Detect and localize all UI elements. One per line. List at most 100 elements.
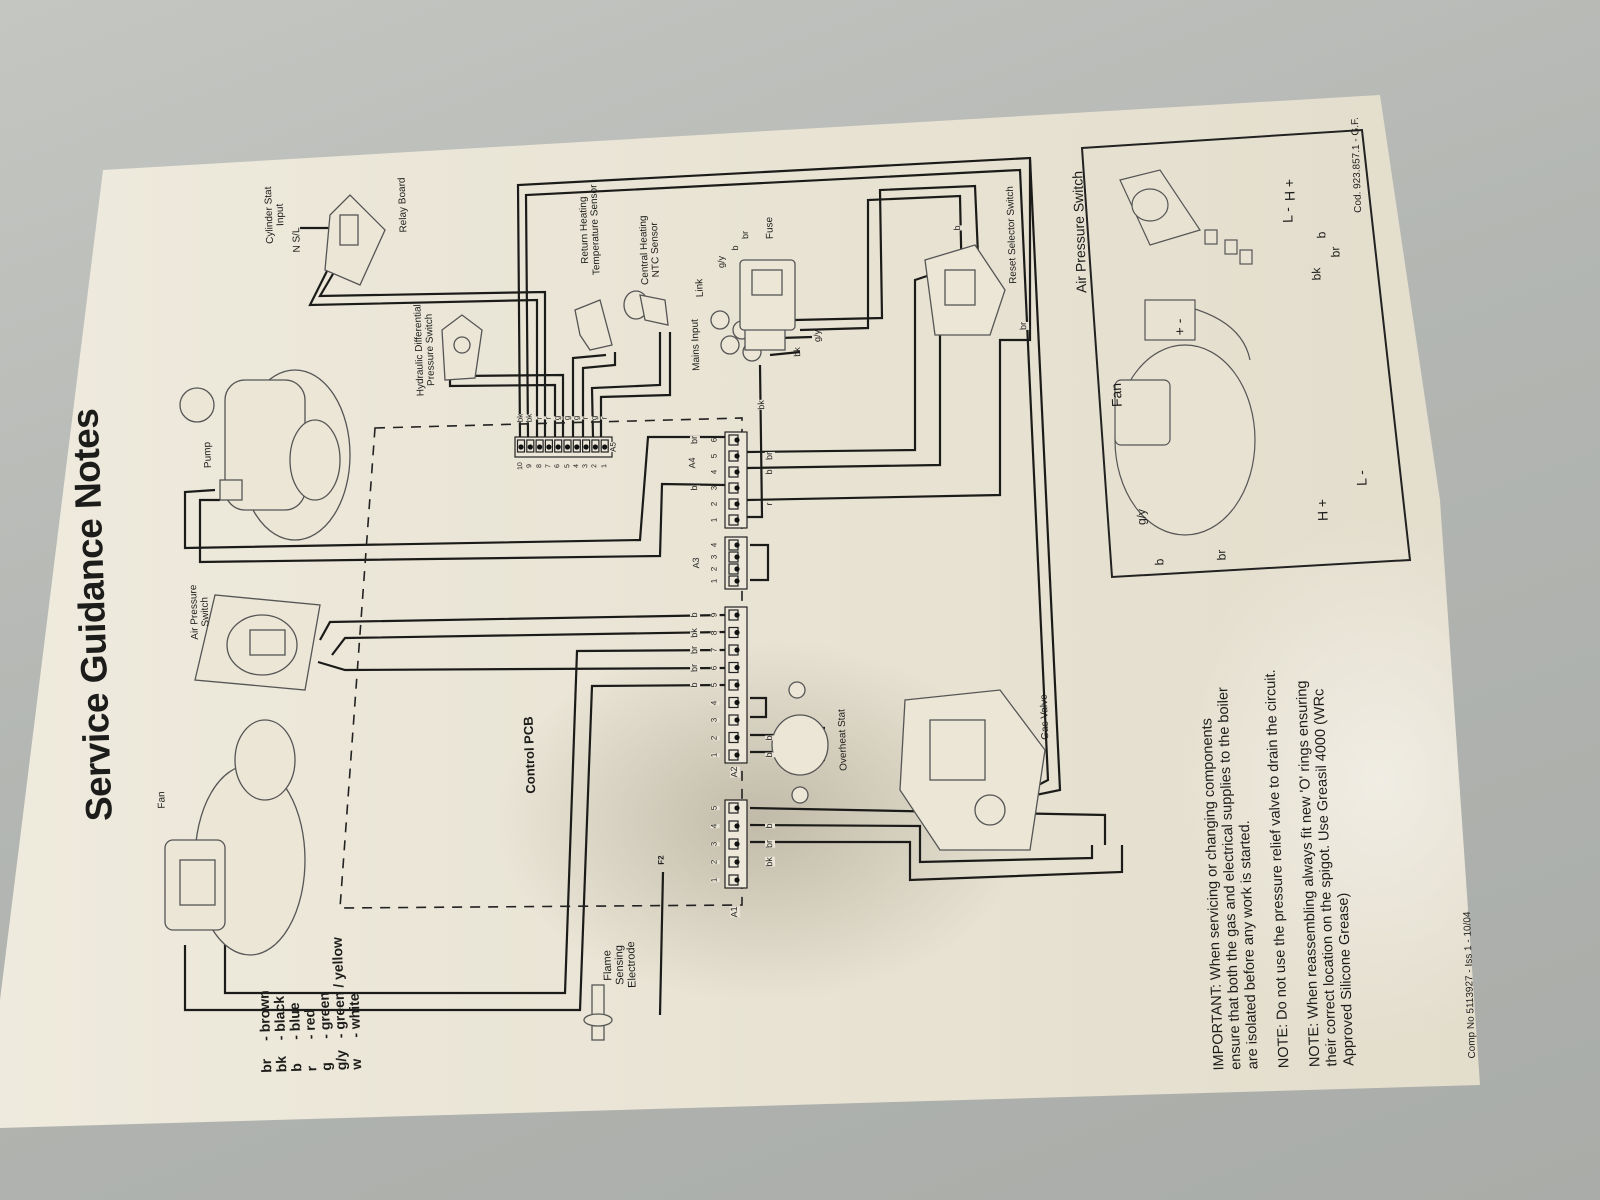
fan-label: Fan [156, 791, 168, 809]
pin-terminal [734, 699, 740, 706]
wire-fuse-1 [794, 184, 982, 322]
pin-terminal [546, 444, 552, 450]
wire-a5-10 [516, 156, 1062, 802]
pin-number: 3 [709, 717, 720, 723]
pin-number: 5 [709, 805, 720, 811]
air-pressure-switch-label: Air Pressure Switch [188, 584, 212, 640]
pin-terminal [602, 444, 608, 450]
pin-terminal [734, 823, 740, 829]
wire-label: br [1017, 321, 1030, 331]
gas-valve-drawing [899, 689, 1046, 851]
inset-aps-h: H + [1280, 178, 1298, 202]
pin-terminal [734, 841, 740, 847]
cylinder-stat-label: Cylinder Stat Input [263, 186, 287, 244]
wire-color-label: bk [688, 627, 701, 638]
fan-drawing [164, 719, 306, 956]
pin-terminal [734, 717, 740, 723]
wire-a1-2 [750, 840, 1124, 882]
pin-number: 7 [709, 647, 720, 653]
return-sensor-drawing [574, 299, 613, 351]
legend-code: g/y [332, 1049, 350, 1071]
pin-terminal [734, 647, 740, 653]
air-pressure-switch-drawing [194, 594, 321, 691]
note-pressure-relief: NOTE: Do not use the pressure relief val… [1262, 669, 1293, 1069]
wire-a2-5-fan [183, 683, 726, 1012]
pin-number: 5 [709, 682, 720, 688]
pin-number: 10 [517, 461, 525, 471]
control-pcb-boundary [339, 417, 743, 909]
wire-color-label: r [599, 416, 610, 420]
fuse-drawing [739, 259, 796, 331]
pin-number: 9 [709, 612, 720, 618]
wire-mains-bk [747, 364, 764, 519]
pin-number: 1 [709, 578, 720, 584]
pin-terminal [537, 444, 543, 450]
wire-ntc-1 [590, 332, 662, 438]
legend-code: b [288, 1062, 305, 1073]
wire-color-label: bk [763, 857, 776, 867]
pin-number: 2 [709, 735, 720, 740]
wire-a4-4 [746, 305, 942, 470]
pin-number: 2 [709, 566, 720, 572]
connector-a4 [724, 431, 748, 529]
wire-color-label: bk [524, 413, 535, 423]
inset-aps-b: b [1314, 231, 1329, 239]
wire-a1-4 [749, 806, 1107, 845]
pin-terminal [734, 578, 740, 584]
wire-color-label: b [763, 734, 776, 741]
pin-number: 4 [709, 542, 720, 548]
wire-color-label: b [688, 612, 701, 618]
pin-number: 2 [709, 501, 720, 507]
wire-label: bk [755, 400, 768, 410]
wire-color-label: b [688, 485, 701, 491]
pin-terminal [734, 554, 740, 560]
pin-terminal [734, 517, 740, 523]
connector-name: A5 [608, 441, 619, 453]
wire-relay-1 [308, 264, 539, 437]
wire-color-label: g [589, 415, 600, 421]
return-sensor-label: Return Heating Temperature Sensor [577, 184, 603, 276]
pin-number: 3 [709, 554, 720, 560]
wire-relay-2 [318, 261, 547, 437]
wire-color-label: br [688, 663, 701, 672]
pin-number: 5 [709, 453, 720, 459]
f2-label: F2 [656, 855, 666, 865]
link-label: Link [694, 278, 706, 298]
legend-code: r [303, 1065, 320, 1072]
pin-number: 1 [600, 463, 609, 469]
fuse-label: Fuse [764, 216, 776, 240]
pin-number: 4 [709, 823, 720, 829]
inset-fan-b: b [1152, 558, 1167, 566]
wire-color-label: b [763, 752, 776, 758]
wire-color-label: br [763, 451, 776, 461]
pin-terminal [592, 444, 599, 450]
pin-number: 1 [709, 877, 720, 883]
wire-color-label: b [763, 823, 776, 829]
wire-color-label: br [688, 435, 701, 445]
pin-number: 3 [709, 841, 720, 847]
wire-a2-7-fan [223, 648, 726, 995]
wire-mains-bk2 [769, 350, 801, 357]
pin-number: 5 [563, 463, 572, 469]
wire-a2-6 [317, 660, 726, 672]
wire-label: g/y [715, 255, 727, 269]
pin-number: 3 [582, 463, 591, 469]
relay-board-drawing [324, 194, 386, 286]
pin-number: 9 [526, 463, 535, 469]
pin-terminal [583, 444, 589, 450]
flame-electrode-drawing [583, 984, 613, 1041]
inset-fan-drawing [1114, 299, 1256, 536]
wire-a4-6-pump [183, 435, 725, 550]
wire-ret-1 [571, 353, 607, 437]
wire-a2-9 [319, 613, 726, 641]
pin-number: 4 [709, 469, 720, 475]
wire-label: b [729, 245, 741, 251]
inset-aps-l: L - [1279, 206, 1296, 224]
pin-terminal [555, 444, 561, 450]
pin-terminal [734, 859, 740, 865]
pin-terminal [734, 877, 740, 883]
flame-electrode-label: Flame Sensing Electrode [601, 941, 639, 989]
pin-number: 6 [709, 437, 720, 443]
